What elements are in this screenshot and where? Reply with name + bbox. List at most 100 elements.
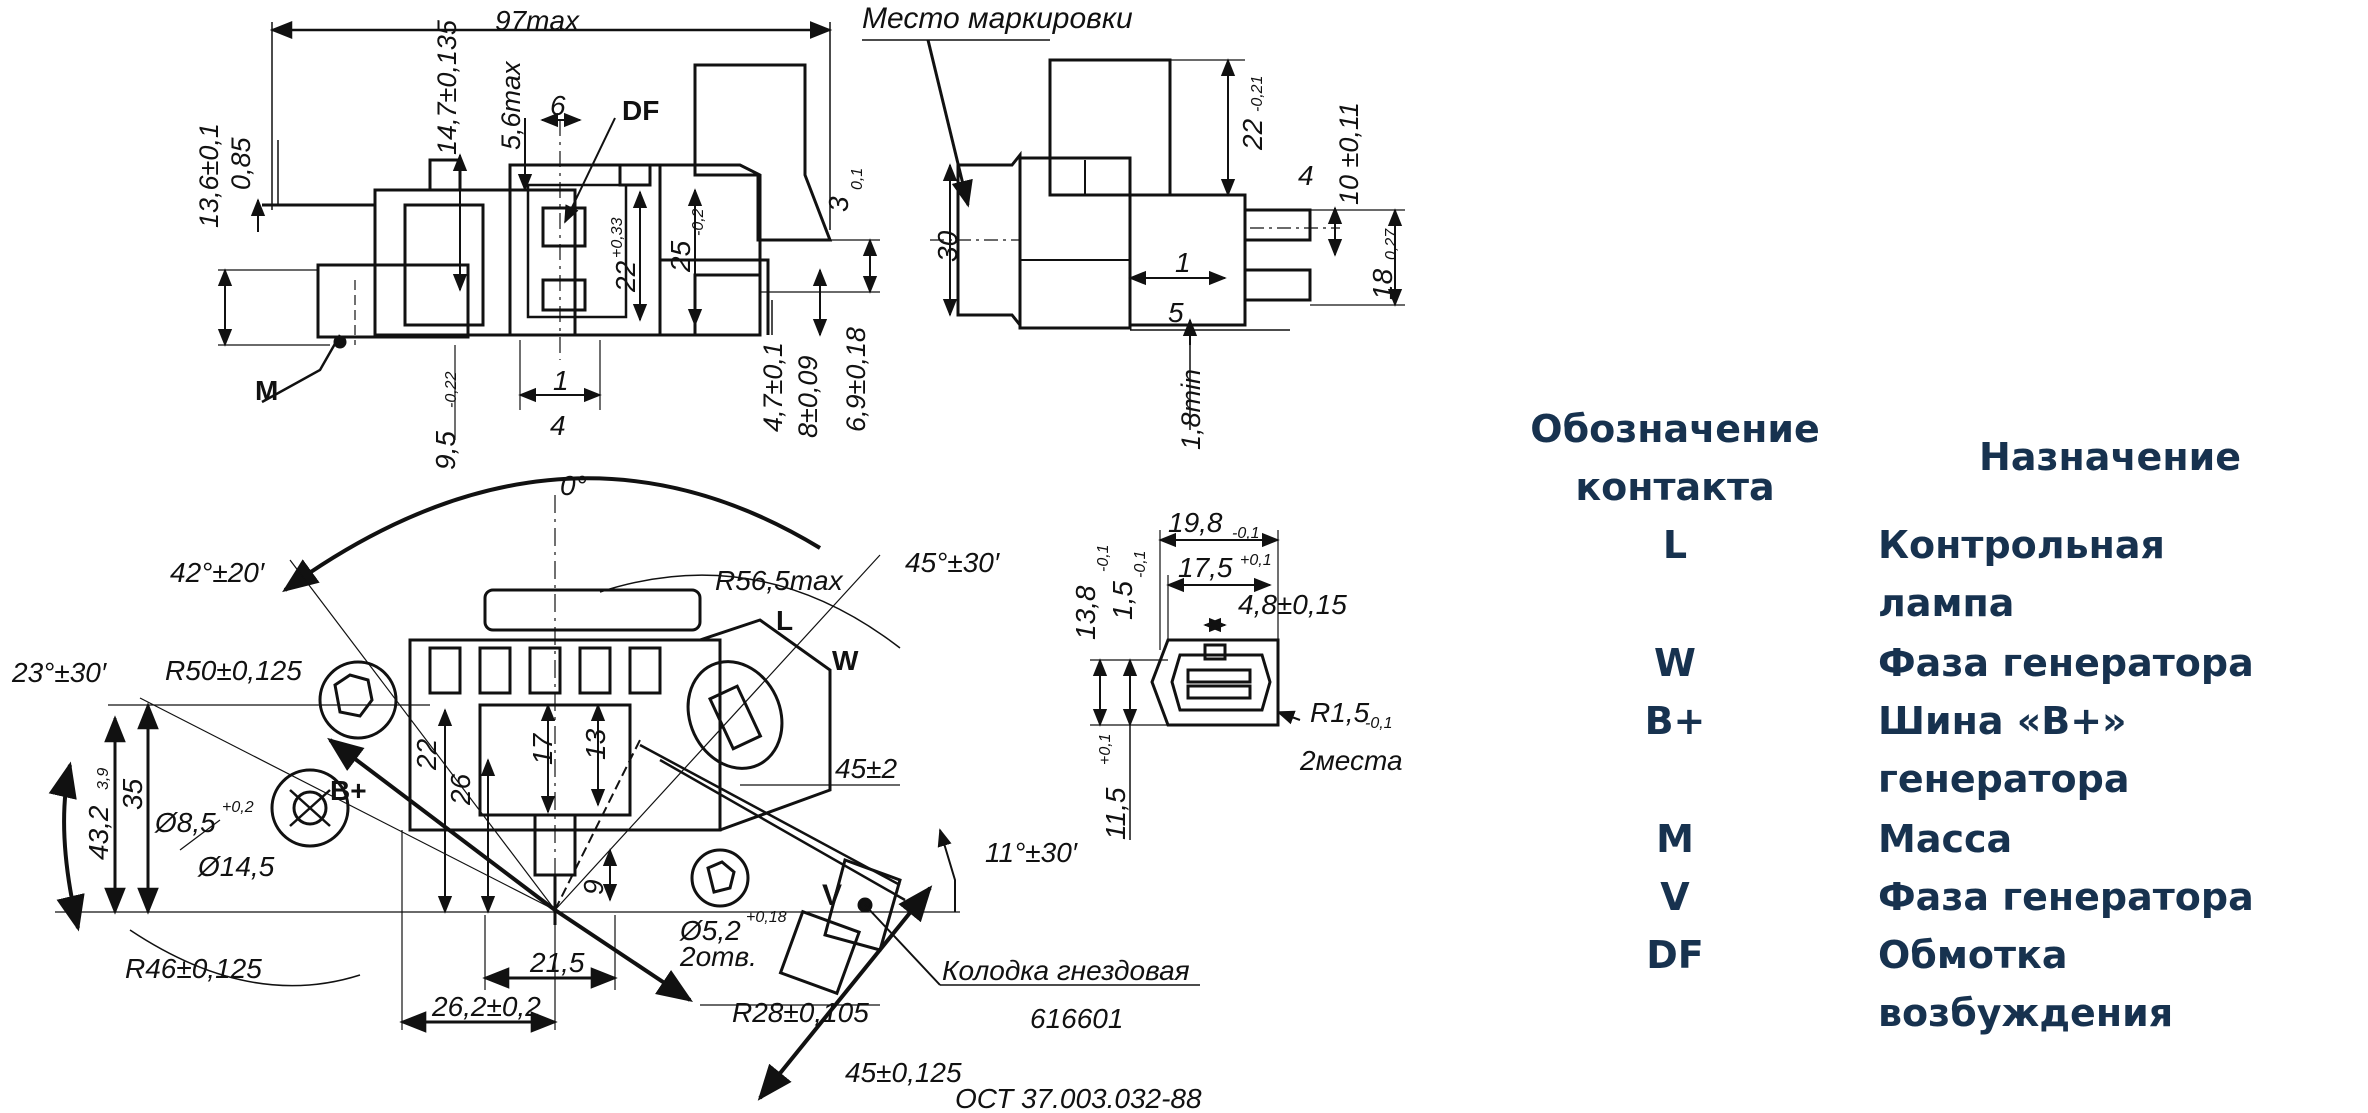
dim-45-2: 45±2 [835,753,898,784]
dim-9-5-tol: -0,22 [443,371,460,408]
dim-22-tol: +0,33 [609,217,626,258]
table-header-code: Обозначение контакта [1505,400,1845,516]
dim-43-2: 43,2 [83,805,114,860]
block-code: 616601 [1030,1003,1123,1034]
purpose-line: Масса [1878,817,2013,861]
dim-1-top: 1 [553,365,569,396]
table-row-purpose: Фаза генератора [1878,634,2318,692]
dim-5-6max: 5,6max [496,60,526,150]
table-row-code: W [1654,641,1696,685]
purpose-line: Обмотка [1878,933,2068,977]
conn-dim-13-8-tol: -0,1 [1095,544,1112,572]
dim-6-9: 6,9±0,18 [841,327,871,432]
side-view-text: Место маркировки 22 -0,21 4 10 ±0,11 30 … [862,2,1400,450]
bottom-view [48,476,1200,1101]
side-dim-1: 1 [1175,247,1191,278]
label-w: W [832,645,859,676]
table-row-code: DF [1646,933,1704,977]
side-dim-30: 30 [932,230,963,262]
conn-dim-11-5: 11,5 [1100,787,1131,840]
side-dim-5: 5 [1168,297,1184,328]
dim-17: 17 [527,732,558,765]
dim-22-bottom: 22 [411,738,442,771]
dim-97max: 97max [495,5,580,36]
dim-13-6: 13,6±0,1 [194,123,224,228]
dim-0-85: 0,85 [226,136,256,190]
radius-46: R46±0,125 [125,953,262,984]
table-row-code: M [1656,817,1694,861]
conn-dim-17-5: 17,5 [1178,552,1233,583]
block-name: Колодка гнездовая [942,955,1190,986]
table-row-purpose: Шина «В+» генератора [1878,692,2318,808]
table-row-code: B+ [1644,699,1706,743]
bottom-view-text: 0° 42°±20′ 45°±30′ R56,5max L W 23°±30′ … [11,470,1202,1113]
dim-25: 25 [665,240,696,273]
table-row-code: V [1660,875,1690,919]
dim-3-tol: 0,1 [849,168,866,190]
angle-45: 45°±30′ [905,547,1001,578]
dim-21-5: 21,5 [529,947,585,978]
table-row-purpose: Обмотка возбуждения [1878,926,2318,1042]
label-m: M [255,375,278,406]
purpose-line: Контрольная [1878,523,2165,567]
conn-dim-13-8: 13,8 [1070,585,1101,640]
side-dim-18: 18 [1367,268,1398,300]
dim-3: 3 [823,196,854,212]
dim-25-tol: -0,2 [690,208,707,236]
purpose-line: Фаза генератора [1878,875,2254,919]
purpose-line: Шина «В+» [1878,699,2127,743]
side-dim-22: 22 [1237,118,1268,151]
label-l: L [776,605,793,636]
dim-14-5: Ø14,5 [197,851,275,882]
purpose-line: генератора [1878,757,2130,801]
table-row-code: L [1662,523,1688,567]
side-dim-22-tol: -0,21 [1249,76,1266,112]
side-dim-4: 4 [1298,160,1314,191]
dim-35: 35 [117,778,148,810]
dim-5-2-tol: +0,18 [746,909,787,926]
dim-4-top: 4 [550,410,566,441]
table-row-purpose: Масса [1878,810,2318,868]
table-header-purpose: Назначение [1979,435,2241,479]
dim-9: 9 [578,879,609,895]
conn-dim-1-5: 1,5 [1107,581,1138,620]
table-row-purpose: Фаза генератора [1878,868,2318,926]
side-dim-10: 10 ±0,11 [1334,102,1364,205]
conn-dim-1-5-tol: -0,1 [1132,550,1149,578]
marking-place-label: Место маркировки [862,2,1133,35]
purpose-line: возбуждения [1878,991,2174,1035]
conn-places: 2места [1299,745,1403,776]
angle-42: 42°±20′ [170,557,266,588]
label-df: DF [622,95,659,126]
conn-dim-19-8: 19,8 [1168,507,1223,538]
conn-dim-4-8: 4,8±0,15 [1238,589,1347,620]
dim-22: 22 [610,260,641,293]
purpose-line: Фаза генератора [1878,641,2254,685]
table-header-code-line2: контакта [1575,465,1775,509]
dim-26-2: 26,2±0,2 [431,991,541,1022]
dim-14-7: 14,7±0,135 [432,19,462,155]
dim-45-0-125: 45±0,125 [845,1057,962,1088]
connector-view-text: 19,8 -0,1 17,5 +0,1 13,8 -0,1 1,5 -0,1 4… [1070,507,1403,840]
radius-50: R50±0,125 [165,655,302,686]
dim-8-5: Ø8,5 [154,807,216,838]
side-dim-18-tol: 0,27 [1383,228,1400,260]
conn-radius-1-5: R1,5 [1310,697,1370,728]
dim-9-5: 9,5 [430,431,461,470]
dim-5-2: Ø5,2 [679,915,741,946]
conn-dim-17-5-tol: +0,1 [1240,552,1272,569]
table-header-code-line1: Обозначение [1530,407,1820,451]
dim-8: 8±0,09 [793,356,823,438]
holes-label: 2отв. [679,941,757,972]
conn-radius-1-5-tol: -0,1 [1365,715,1393,732]
dim-4-7: 4,7±0,1 [758,342,788,432]
label-v: V [822,879,842,912]
side-view [862,39,1405,430]
dim-13: 13 [580,728,611,760]
conn-dim-11-5-tol: +0,1 [1097,733,1114,765]
radius-28: R28±0,105 [732,997,869,1028]
conn-dim-19-8-tol: -0,1 [1232,525,1260,542]
angle-0: 0° [560,470,587,501]
top-view [217,21,880,440]
dim-43-2-tol: 3,9 [95,768,112,790]
